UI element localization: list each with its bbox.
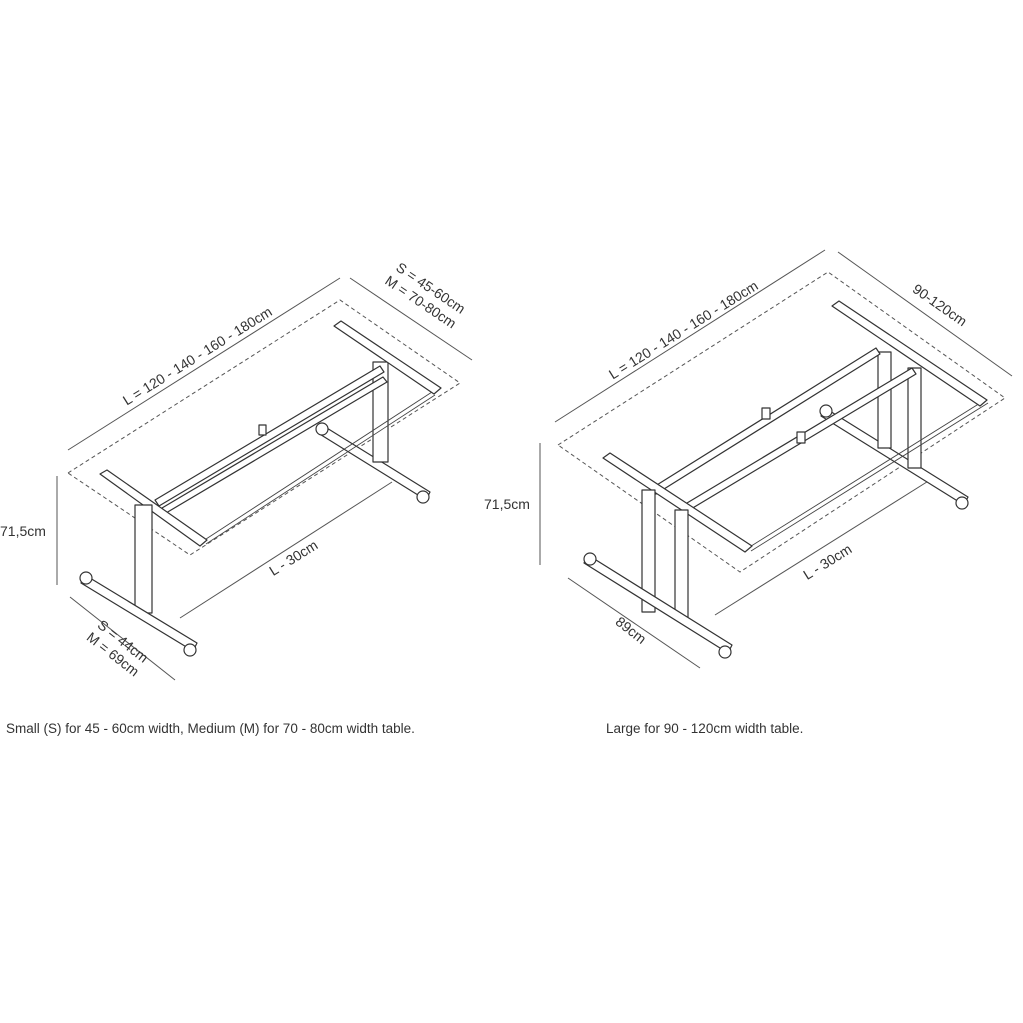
width-dimension-line xyxy=(837,251,1013,377)
height-label: 71,5cm xyxy=(0,523,46,539)
table-frame xyxy=(583,300,989,659)
large-caption: Large for 90 - 120cm width table. xyxy=(606,721,804,736)
foot-dimension-line xyxy=(69,596,176,681)
wheel-icon xyxy=(315,422,329,436)
table-frame xyxy=(79,320,442,657)
crossbar-back xyxy=(333,320,442,395)
extension-rail xyxy=(205,394,436,545)
center-knob xyxy=(796,431,806,444)
width-dimension-line xyxy=(349,277,473,361)
wheel-icon xyxy=(583,552,597,566)
leg-back xyxy=(907,367,922,469)
rail-dimension-line xyxy=(179,481,393,619)
rail-dimension-line xyxy=(714,479,931,616)
center-knob xyxy=(258,424,267,436)
rail-label: L - 30cm xyxy=(800,541,854,583)
crossbar-front xyxy=(602,452,753,553)
foot-dimension-line xyxy=(567,577,701,669)
wheel-icon xyxy=(416,490,430,504)
width-label: 90-120cm xyxy=(910,280,970,329)
large-diagram: L = 120 - 140 - 160 - 180cm 90-120cm 71,… xyxy=(484,249,1013,669)
wheel-icon xyxy=(819,404,833,418)
wheel-icon xyxy=(955,496,969,510)
height-label: 71,5cm xyxy=(484,496,530,512)
length-dimension-line xyxy=(554,249,826,423)
extension-rail xyxy=(750,402,989,552)
crossbar-back xyxy=(831,300,988,407)
wheel-icon xyxy=(183,643,197,657)
leg-front xyxy=(134,504,153,614)
leg-front xyxy=(641,489,656,613)
wheel-icon xyxy=(79,571,93,585)
small-medium-caption: Small (S) for 45 - 60cm width, Medium (M… xyxy=(6,721,415,736)
tabletop-outline xyxy=(557,271,1006,573)
leg-back xyxy=(877,351,892,449)
foot-label: 89cm xyxy=(613,613,650,647)
wheel-icon xyxy=(718,645,732,659)
long-rail xyxy=(154,365,385,507)
length-dimension-line xyxy=(67,277,341,451)
extension-rail xyxy=(747,399,986,549)
small-medium-diagram: L = 120 - 140 - 160 - 180cm S = 45-60cm … xyxy=(0,259,473,681)
center-knob xyxy=(761,407,771,420)
extension-rail xyxy=(202,391,433,542)
leg-front xyxy=(674,509,689,619)
crossbar-front xyxy=(99,469,208,547)
